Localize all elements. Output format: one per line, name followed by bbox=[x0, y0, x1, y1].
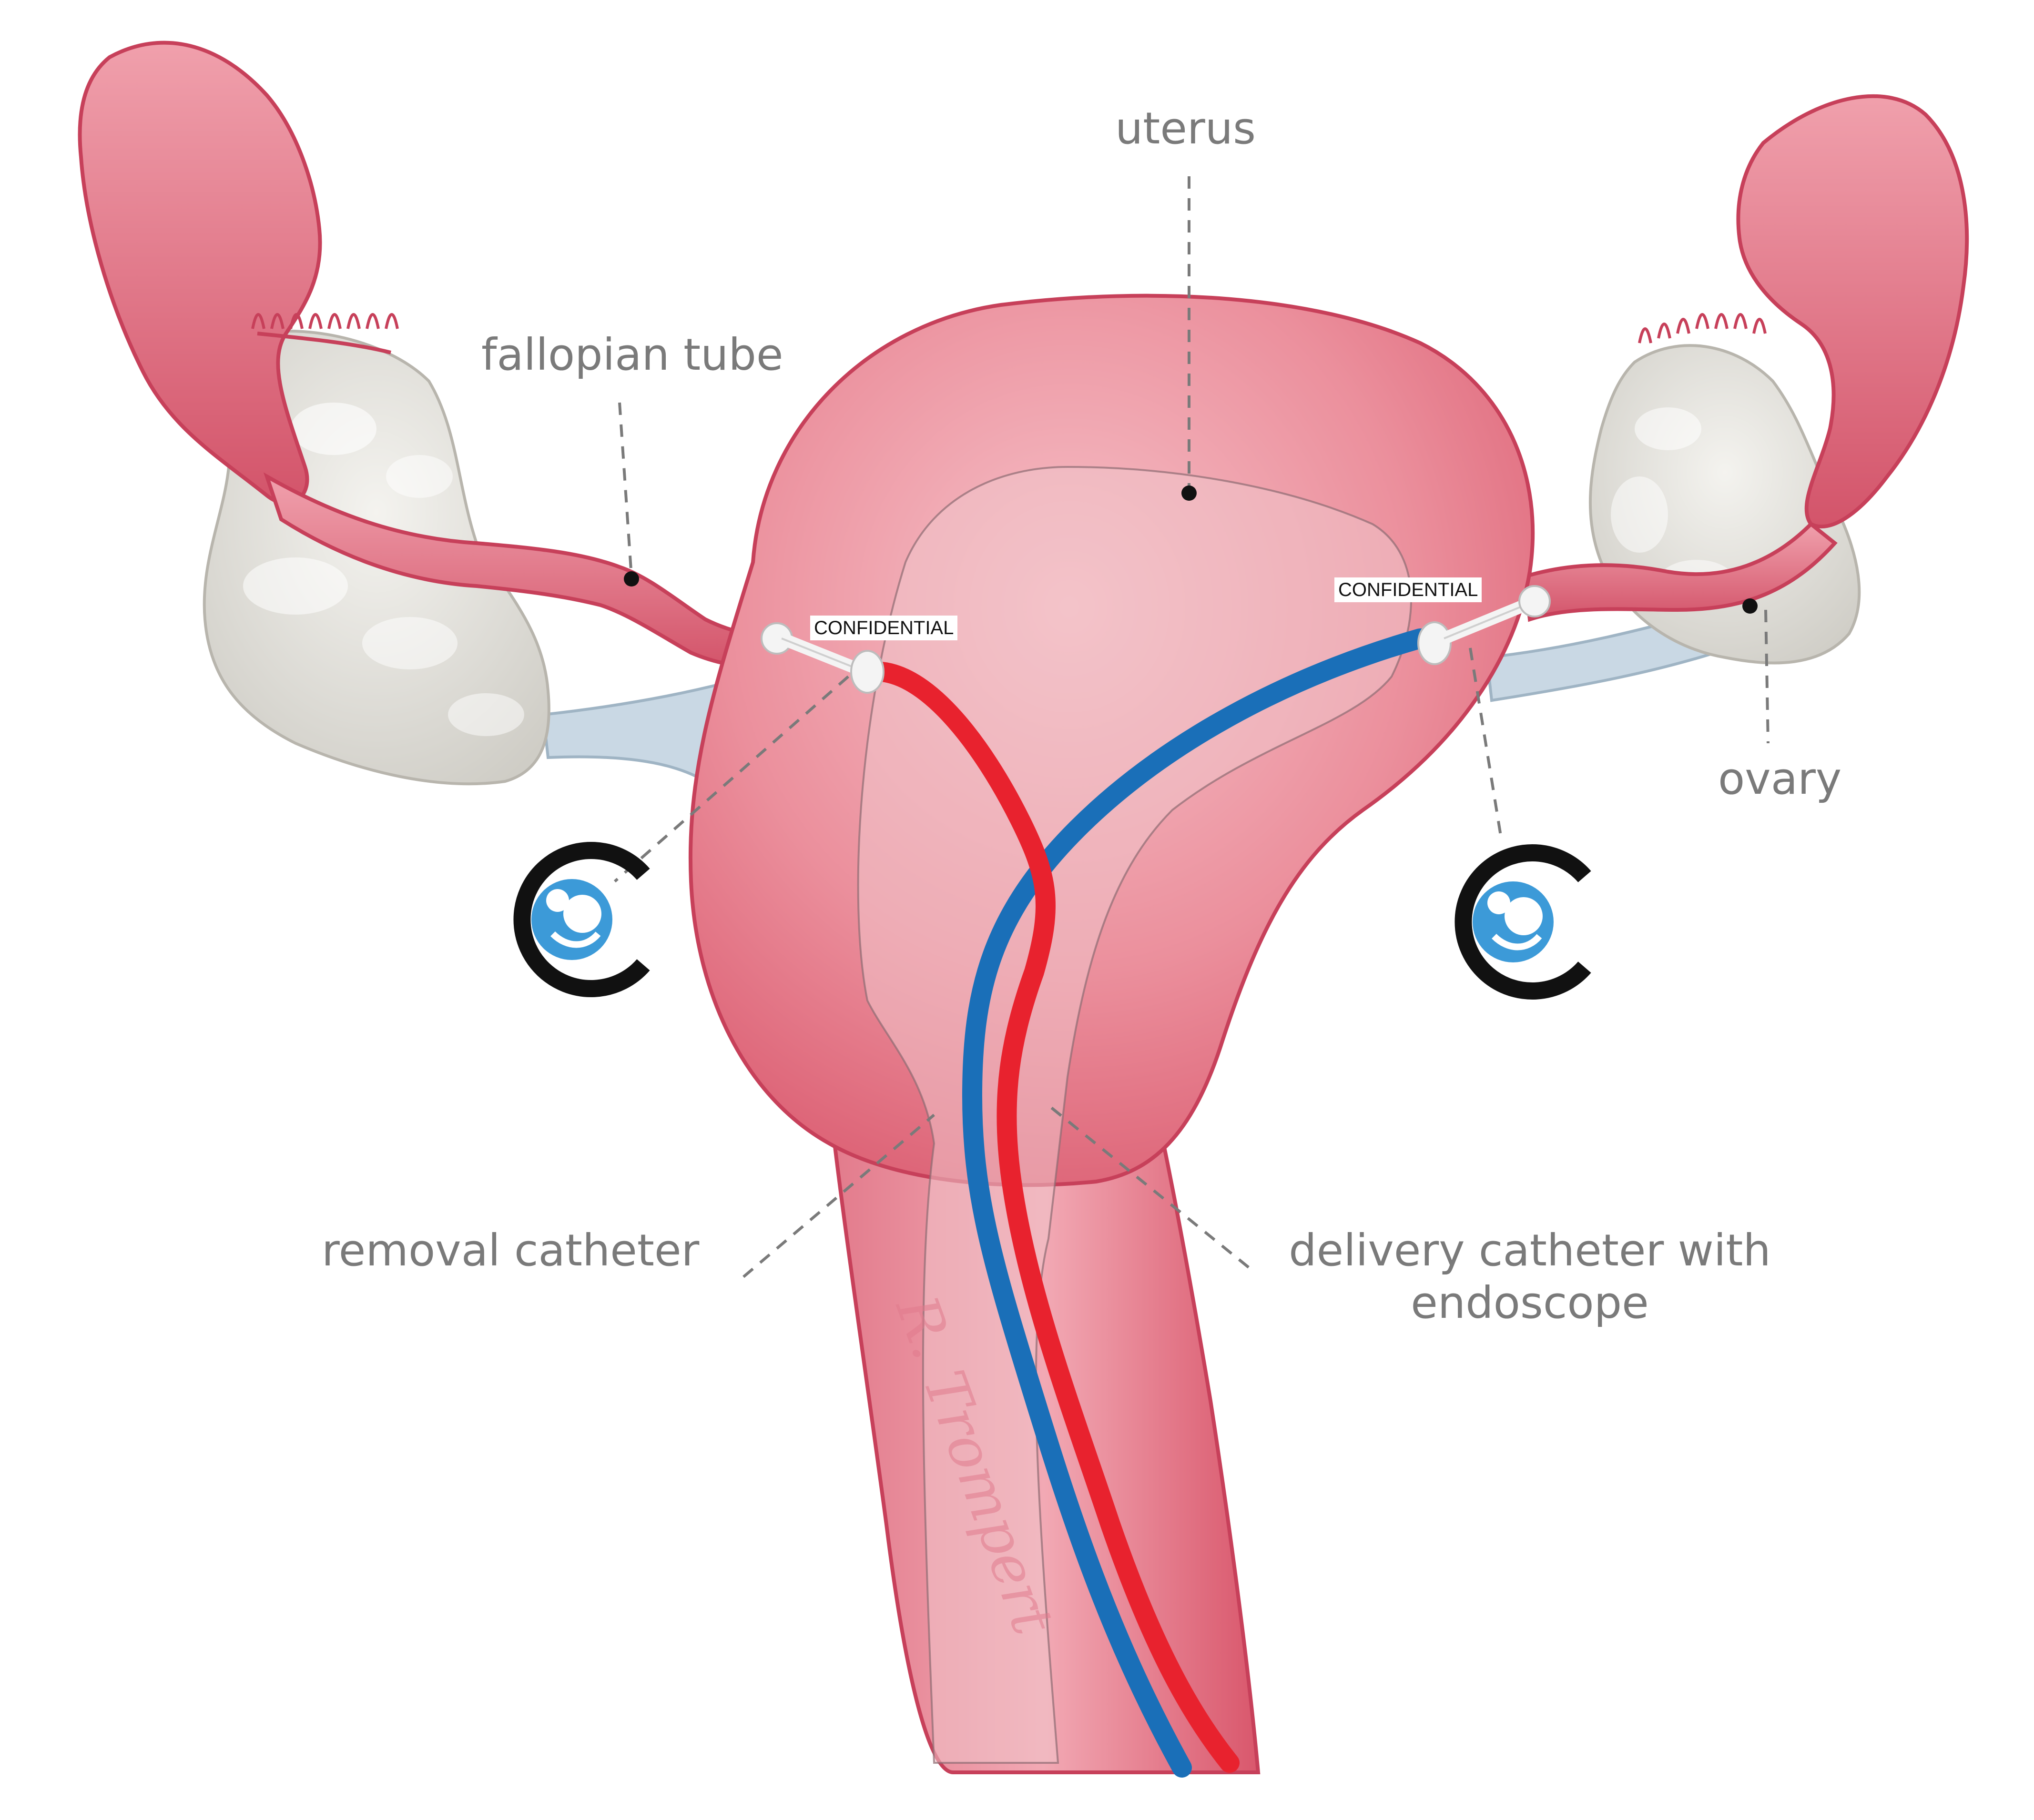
delivery-catheter-label-line1: delivery catheter with bbox=[1289, 1225, 1771, 1276]
right-logo bbox=[1454, 844, 1591, 1000]
right-fallopian-tube bbox=[1523, 521, 1838, 622]
removal-catheter bbox=[872, 662, 1240, 1773]
embryo-logo-icon bbox=[513, 842, 650, 997]
left-adnexa bbox=[78, 40, 803, 807]
leader-lines bbox=[614, 176, 1770, 1278]
left-device-tag: CONFIDENTIAL bbox=[810, 616, 958, 640]
fallopian-tube-point bbox=[624, 571, 639, 586]
uterus-label: uterus bbox=[1115, 103, 1256, 154]
left-device bbox=[761, 622, 885, 694]
delivery-catheter bbox=[962, 628, 1430, 1778]
embryo-logo-icon bbox=[1454, 844, 1591, 1000]
right-adnexa bbox=[1485, 94, 1969, 702]
right-device bbox=[1417, 585, 1551, 665]
fallopian-tube-label: fallopian tube bbox=[481, 329, 783, 380]
delivery-catheter-label: delivery catheter with endoscope bbox=[1277, 1224, 1782, 1330]
delivery-catheter-label-line2: endoscope bbox=[1411, 1277, 1649, 1329]
ovary-point bbox=[1742, 598, 1758, 614]
right-fimbriae bbox=[1736, 94, 1969, 528]
ovary-label: ovary bbox=[1718, 753, 1842, 804]
left-logo bbox=[513, 842, 650, 997]
catheters bbox=[872, 628, 1430, 1778]
removal-catheter-label: removal catheter bbox=[322, 1225, 700, 1276]
right-device-tag: CONFIDENTIAL bbox=[1334, 577, 1482, 602]
anchor-points bbox=[624, 485, 1758, 614]
left-fimbriae bbox=[78, 40, 322, 506]
uterus-point bbox=[1181, 485, 1197, 501]
